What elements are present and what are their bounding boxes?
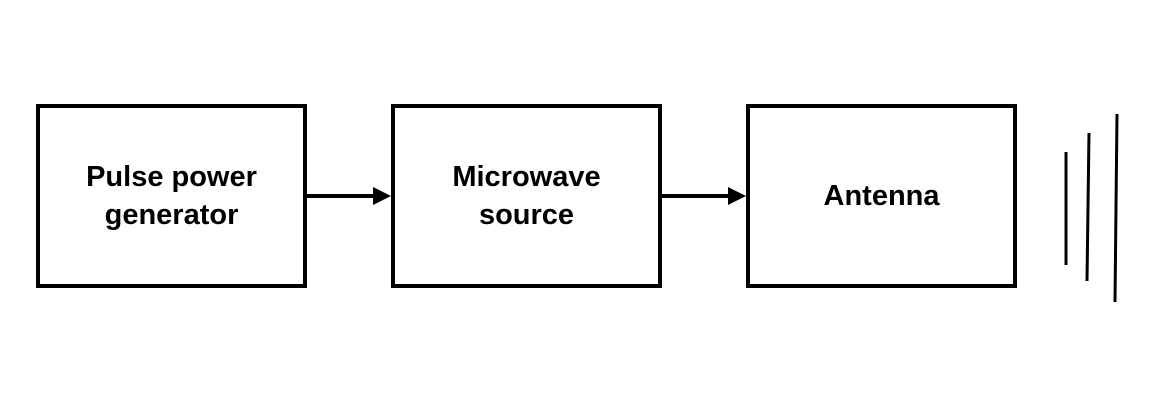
microwave-source-label: Microwave source bbox=[452, 161, 601, 231]
antenna-block: Antenna bbox=[746, 104, 1017, 288]
arrow-generator-to-source bbox=[307, 187, 391, 205]
pulse-power-generator-label: Pulse power generator bbox=[86, 161, 257, 231]
radiation-wave-line bbox=[1113, 113, 1119, 303]
antenna-label: Antenna bbox=[823, 180, 940, 212]
arrow-source-to-antenna bbox=[662, 187, 746, 205]
pulse-power-generator-block: Pulse power generator bbox=[36, 104, 307, 288]
radiation-waves-icon bbox=[1064, 113, 1119, 303]
radiation-wave-line bbox=[1085, 132, 1091, 282]
microwave-source-block: Microwave source bbox=[391, 104, 662, 288]
